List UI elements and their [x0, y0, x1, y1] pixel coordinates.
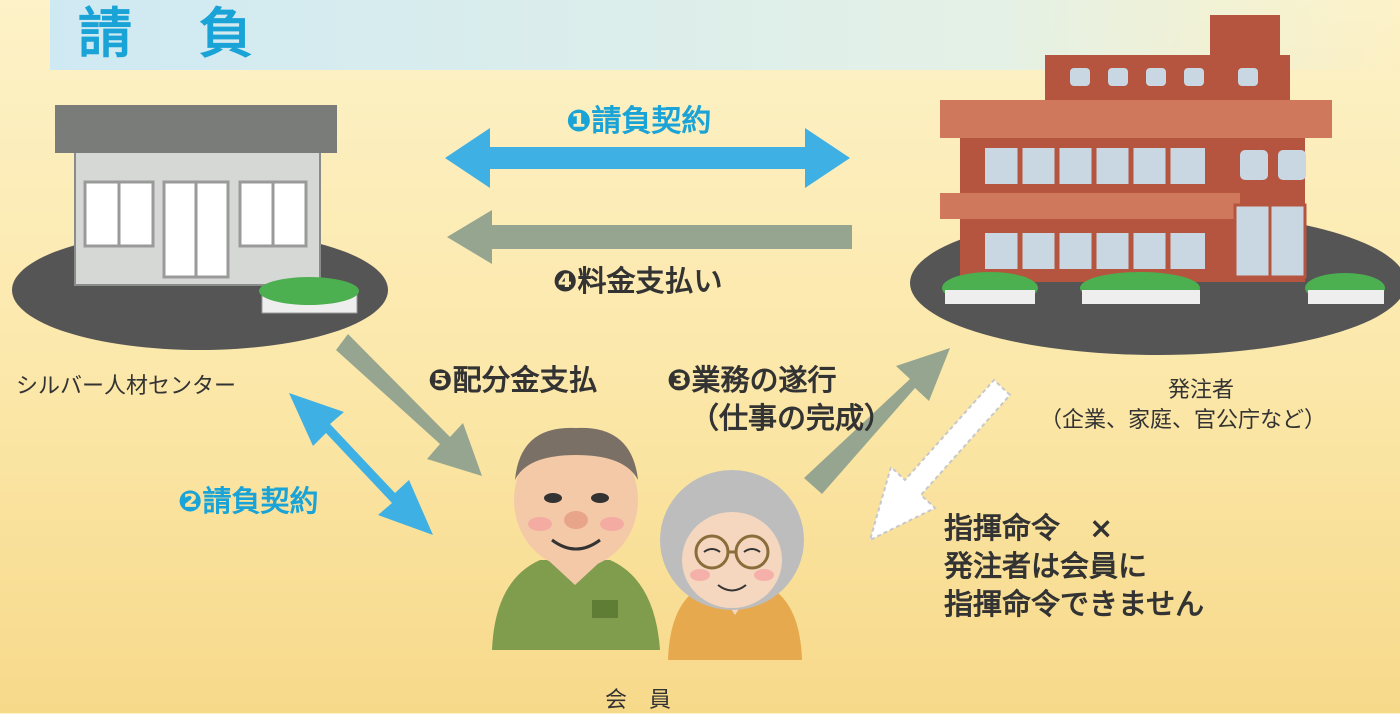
contract-arrow-1	[445, 128, 850, 188]
contract-arrow-2	[289, 393, 433, 535]
distribution-arrow	[336, 334, 482, 476]
command-label-line2: 発注者は会員に	[944, 549, 1148, 583]
payment-label: ❹料金支払い	[553, 264, 723, 298]
member-label: 会 員	[605, 688, 672, 713]
silver-center-label: シルバー人材センター	[16, 374, 237, 399]
client-label: 発注者	[1168, 378, 1235, 403]
contract-label-1: ❶請負契約	[566, 104, 712, 139]
members-illustration	[492, 427, 804, 660]
work-label-line2: （仕事の完成）	[690, 401, 894, 435]
silver-center-illustration	[12, 105, 388, 350]
command-arrow	[868, 378, 1012, 542]
work-arrow	[804, 348, 950, 494]
command-label-line1: 指揮命令 ×	[944, 511, 1114, 545]
contract-label-2: ❷請負契約	[178, 484, 319, 518]
distribution-label: ❺配分金支払	[428, 363, 598, 397]
payment-arrow	[447, 210, 852, 264]
command-label-line3: 指揮命令できません	[944, 587, 1205, 621]
client-building-illustration	[910, 15, 1400, 355]
page-title: 請 負	[78, 2, 277, 65]
work-label-line1: ❸業務の遂行	[667, 363, 837, 397]
client-examples-label: （企業、家庭、官公庁など）	[1040, 408, 1327, 433]
